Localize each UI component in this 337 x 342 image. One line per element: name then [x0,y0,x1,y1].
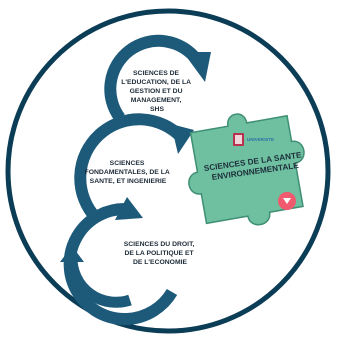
block-2-line: SANTE, ET INGENIERIE [90,178,167,185]
block-3-text: SCIENCES DU DROIT, DE LA POLITIQUE ET DE… [124,241,197,266]
block-1-line: SHS [150,106,164,113]
curved-arrow-icon [63,197,178,325]
block-1-line: L'EDUCATION, DE LA [121,79,191,86]
block-2-line: FONDAMENTALES, DE LA [85,169,170,176]
puzzle-piece [188,113,305,226]
block-1-line: MANAGEMENT, [131,97,182,104]
block-1-text: SCIENCES DE L'EDUCATION, DE LA GESTION E… [121,70,192,113]
block-1-line: SCIENCES DE [133,70,180,77]
curved-arrow-icon [74,113,194,223]
block-3-line: SCIENCES DU DROIT, [124,241,195,248]
heart-map-icon [278,192,296,210]
block-3-line: DE LA POLITIQUE ET [124,250,194,257]
block-3-line: DE L'ECONOMIE [133,259,188,266]
curved-arrow-icon [60,246,132,308]
block-1-line: GESTION ET DU [130,88,183,95]
outer-circle [5,8,331,334]
logo-text: UNIVERSITE [247,137,274,142]
block-2-line: SCIENCES [110,160,145,167]
university-logo: UNIVERSITE [233,133,274,146]
block-2-text: SCIENCES FONDAMENTALES, DE LA SANTE, ET … [85,160,172,185]
curved-arrow-icon [104,34,211,122]
